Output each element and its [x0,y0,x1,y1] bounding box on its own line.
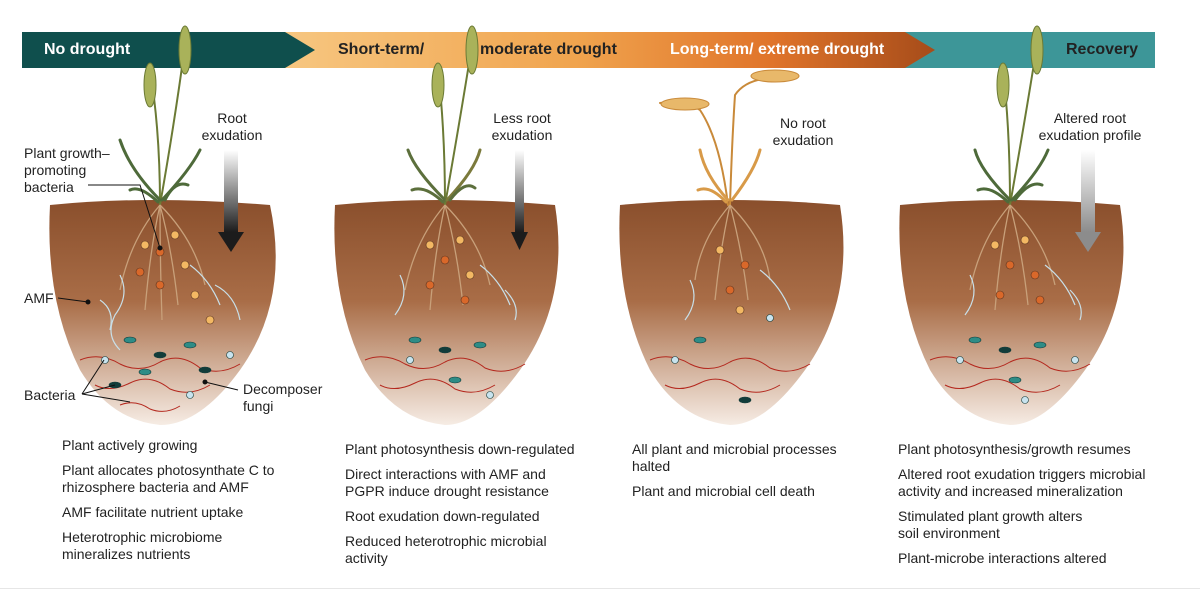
note-item: All plant and microbial processes halted [632,441,837,474]
note-item: Altered root exudation triggers microbia… [898,466,1146,499]
wheat-plant-4 [973,25,1050,206]
notes-stage-4: Plant photosynthesis/growth resumes Alte… [898,441,1168,575]
wheat-plant-1 [118,25,202,206]
soil-profile-3 [619,200,844,425]
bottom-divider [0,588,1200,589]
note-item: AMF facilitate nutrient uptake [62,504,244,520]
roots-2 [404,204,491,311]
note-item: Stimulated plant growth alters soil envi… [898,508,1083,541]
amf-label: AMF [24,290,54,306]
note-item: Plant photosynthesis down-regulated [345,441,575,457]
pgpb-label: Plant growth–promoting bacteria [24,145,110,195]
stage-banner [22,32,1155,68]
note-item: Plant and microbial cell death [632,483,815,499]
note-item: Plant actively growing [62,437,198,453]
soil-bacteria [101,314,1079,404]
stage-title-long-term: Long-term/ extreme drought [670,41,885,58]
stage-title-no-drought: No drought [44,41,131,58]
pgpb-dots [135,230,1045,325]
stage-title-moderate: moderate drought [480,41,617,58]
exudation-label-2: Less root exudation [491,110,553,143]
note-item: Direct interactions with AMF and PGPR in… [345,466,549,499]
amf-hyphae [99,264,1082,351]
bacteria-label: Bacteria [24,387,76,403]
note-item: Heterotrophic microbiome mineralizes nut… [62,529,223,562]
exudation-label-4: Altered root exudation profile [1038,110,1142,143]
note-item: Plant-microbe interactions altered [898,550,1107,566]
banner-segment-drought [280,32,935,68]
note-item: Plant photosynthesis/growth resumes [898,441,1131,457]
notes-stage-1: Plant actively growing Plant allocates p… [62,437,292,571]
banner-segment-no-drought [22,32,315,68]
wheat-plant-2 [406,25,482,206]
note-item: Root exudation down-regulated [345,508,540,524]
exudation-arrow-1 [218,150,244,252]
soil-profile-1 [49,200,276,425]
banner-segment-recovery [880,32,1155,68]
exudation-label-3: No root exudation [772,115,834,148]
note-item: Plant allocates photosynthate C to rhizo… [62,462,275,495]
stage-title-recovery: Recovery [1066,41,1139,58]
exudation-arrow-4 [1075,150,1101,252]
decomposer-fungi-label: Decomposer fungi [243,381,323,414]
exudation-label-1: Root exudation [201,110,263,143]
note-item: Reduced heterotrophic microbial activity [345,533,547,566]
soil-profile-4 [899,200,1124,425]
callout-lines [57,184,239,403]
exudation-arrow-2 [511,150,528,250]
notes-stage-2: Plant photosynthesis down-regulated Dire… [345,441,595,575]
soil-profile-2 [334,200,559,425]
stage-title-short-term: Short-term/ [338,41,425,58]
wheat-plant-3 [659,69,800,206]
notes-stage-3: All plant and microbial processes halted… [632,441,872,508]
